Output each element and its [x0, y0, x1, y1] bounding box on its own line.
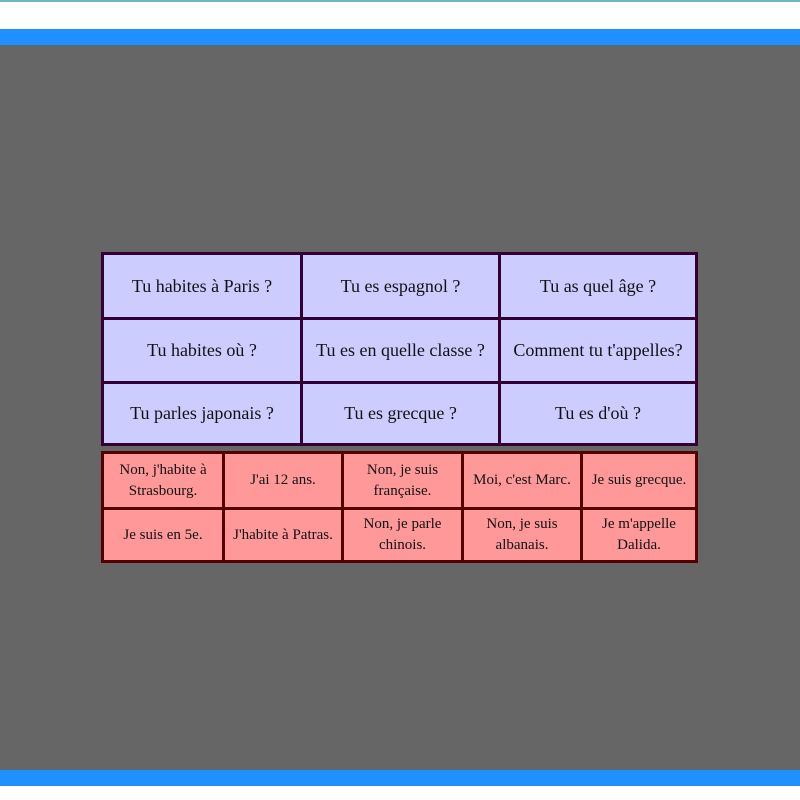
- top-divider: [0, 0, 800, 2]
- question-card[interactable]: Tu es en quelle classe ?: [300, 317, 501, 384]
- bottom-bar: [0, 770, 800, 786]
- answer-card[interactable]: J'ai 12 ans.: [222, 451, 344, 510]
- answer-card[interactable]: Je suis grecque.: [580, 451, 698, 510]
- question-card[interactable]: Tu as quel âge ?: [498, 252, 698, 320]
- answer-card[interactable]: Je m'appelle Dalida.: [580, 507, 698, 563]
- question-card[interactable]: Tu es d'où ?: [498, 381, 698, 446]
- question-card[interactable]: Tu parles japonais ?: [101, 381, 303, 446]
- answer-card[interactable]: Non, je parle chinois.: [341, 507, 464, 563]
- question-card[interactable]: Tu es grecque ?: [300, 381, 501, 446]
- top-bar: [0, 29, 800, 45]
- answer-grid: Non, j'habite à Strasbourg. J'ai 12 ans.…: [101, 451, 698, 563]
- answer-card[interactable]: J'habite à Patras.: [222, 507, 344, 563]
- bottom-margin: [0, 786, 800, 800]
- question-card[interactable]: Comment tu t'appelles?: [498, 317, 698, 384]
- answer-card[interactable]: Je suis en 5e.: [101, 507, 225, 563]
- question-grid: Tu habites à Paris ? Tu es espagnol ? Tu…: [101, 252, 698, 446]
- question-card[interactable]: Tu habites à Paris ?: [101, 252, 303, 320]
- question-card[interactable]: Tu es espagnol ?: [300, 252, 501, 320]
- answer-card[interactable]: Non, j'habite à Strasbourg.: [101, 451, 225, 510]
- answer-card[interactable]: Non, je suis albanais.: [461, 507, 583, 563]
- answer-card[interactable]: Non, je suis française.: [341, 451, 464, 510]
- answer-card[interactable]: Moi, c'est Marc.: [461, 451, 583, 510]
- question-card[interactable]: Tu habites où ?: [101, 317, 303, 384]
